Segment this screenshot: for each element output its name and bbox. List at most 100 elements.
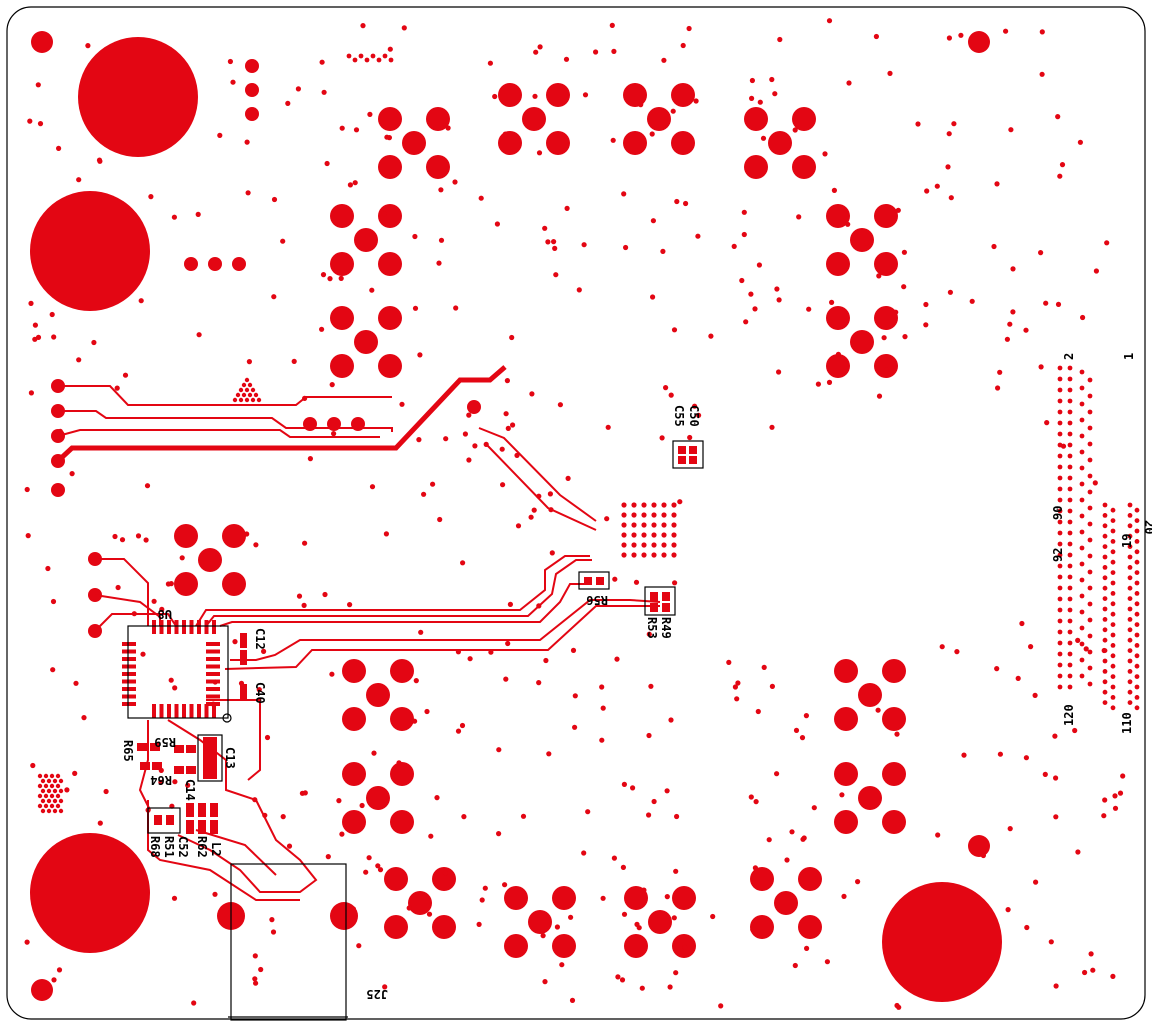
via-grid (631, 512, 637, 518)
label-r53: R53 (645, 617, 659, 639)
label-c40: C40 (253, 682, 267, 704)
connector-pin-labels: 1 2 20 19 110 90 92 120 (1051, 353, 1152, 734)
label-c50: C50 (687, 405, 701, 427)
via-grid (621, 552, 627, 558)
label-c55: C55 (672, 405, 686, 427)
u8-pad (182, 620, 186, 634)
via-grid (621, 522, 627, 528)
mounting-holes (30, 37, 1002, 1002)
pin-label-90: 90 (1051, 506, 1065, 520)
pin-label-2: 2 (1062, 353, 1076, 360)
pad-group (648, 910, 672, 934)
pad-group (768, 131, 792, 155)
via-grid (671, 542, 677, 548)
via-grid (641, 502, 647, 508)
pad-group (528, 910, 552, 934)
via-grid (631, 532, 637, 538)
u8-pad (204, 620, 209, 634)
via-grid (671, 522, 677, 528)
label-j25: J25 (366, 987, 388, 1001)
pad-group (858, 683, 882, 707)
u8-pad (212, 620, 216, 634)
pad-group (354, 228, 378, 252)
pin-label-92: 92 (1051, 548, 1065, 562)
via-grid (661, 552, 667, 558)
via-field (24, 18, 1140, 1010)
via-grid (621, 542, 627, 548)
label-r62: R62 (195, 836, 209, 858)
pad-group (198, 548, 222, 572)
u8-pad (197, 620, 201, 634)
via-grid (671, 552, 677, 558)
via-grid (651, 542, 657, 548)
label-c13: C13 (223, 747, 237, 769)
via-grid (651, 522, 657, 528)
via-grid (631, 552, 637, 558)
via-grid (651, 552, 657, 558)
u8-pad (174, 620, 179, 634)
u8-pad (167, 620, 171, 634)
label-r49: R49 (659, 617, 673, 639)
label-r51: R51 (162, 836, 176, 858)
pad-group (408, 891, 432, 915)
pin-label-1: 1 (1122, 353, 1136, 360)
label-c14: C14 (183, 779, 197, 801)
via-grid (641, 522, 647, 528)
label-r56: R56 (586, 593, 608, 607)
via-grid (621, 532, 627, 538)
u8-pad (189, 620, 194, 634)
label-r64: R64 (150, 773, 172, 787)
pad-group (858, 786, 882, 810)
u8-pad (152, 620, 156, 634)
via-grid (671, 532, 677, 538)
pad-group (850, 330, 874, 354)
pin-label-20: 20 (1142, 520, 1152, 534)
label-r68: R68 (148, 836, 162, 858)
silkscreen (127, 440, 704, 1021)
via-grid (621, 502, 627, 508)
traces (56, 365, 661, 901)
pad-group (774, 891, 798, 915)
via-grid (661, 542, 667, 548)
component-labels: U8 C12 C40 C13 C14 R59 R64 R65 R68 R51 C… (121, 405, 701, 1001)
via-grid (671, 502, 677, 508)
pad-group (850, 228, 874, 252)
via-grid (621, 512, 627, 518)
board-outline (6, 6, 1146, 1020)
label-r59: R59 (154, 735, 176, 749)
via-grid (631, 542, 637, 548)
via-grid (641, 512, 647, 518)
via-grid (661, 532, 667, 538)
pad-group (366, 683, 390, 707)
label-c12: C12 (253, 628, 267, 650)
u8-passive-pads (137, 446, 697, 834)
label-l2: L2 (209, 842, 223, 856)
u8-pad (159, 620, 164, 634)
pad-group (522, 107, 546, 131)
label-u8: U8 (158, 607, 172, 621)
via-grid (651, 502, 657, 508)
pad-group (647, 107, 671, 131)
via-grid (651, 512, 657, 518)
pad-group (354, 330, 378, 354)
pad-groups (174, 83, 906, 958)
via-grid (651, 532, 657, 538)
via-grid (641, 542, 647, 548)
via-grid (671, 512, 677, 518)
pin-label-120: 120 (1062, 704, 1076, 726)
via-grid (661, 522, 667, 528)
u8-qfn-pads (122, 620, 220, 718)
label-r65: R65 (121, 740, 135, 762)
via-grid (641, 532, 647, 538)
via-grid (641, 552, 647, 558)
pad-group (366, 786, 390, 810)
via-grid (631, 522, 637, 528)
pad-group (402, 131, 426, 155)
via-grid (661, 502, 667, 508)
pin-label-110: 110 (1120, 712, 1134, 734)
via-grid (631, 502, 637, 508)
via-grid (661, 512, 667, 518)
label-c52: C52 (176, 836, 190, 858)
pin-label-19: 19 (1120, 534, 1134, 548)
